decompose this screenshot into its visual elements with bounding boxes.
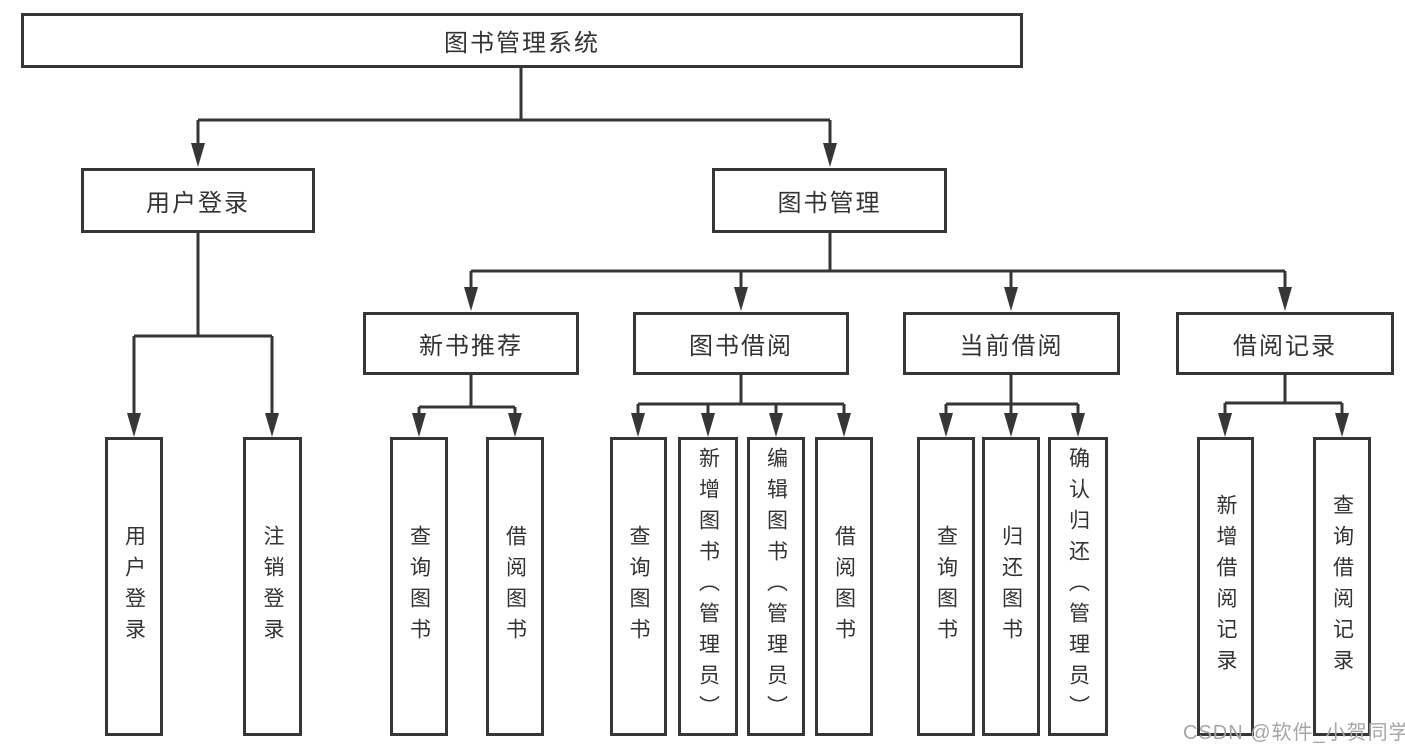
arrowhead [191,143,205,167]
arrowhead [837,413,851,437]
connector-records-fork [1223,375,1344,420]
node-user-login-action: 用户登录 [105,437,163,736]
node-query-books-recommend: 查询图书 [390,437,448,736]
node-new-book-recommendation: 新书推荐 [363,312,579,375]
connector-user-login-fork [132,233,274,420]
node-book-borrowing: 图书借阅 [633,312,849,375]
node-add-book-admin: 新增图书（管理员） [678,437,738,736]
connector-current-borrow-fork [944,375,1080,420]
node-book-management: 图书管理 [712,168,947,233]
node-query-books-current: 查询图书 [917,437,975,736]
connector-new-book-fork [417,375,517,420]
node-current-borrowing: 当前借阅 [903,312,1120,375]
node-query-borrow-record: 查询借阅记录 [1313,437,1371,736]
node-borrow-books-action: 借阅图书 [815,437,873,736]
arrowhead [508,413,522,437]
node-add-borrow-record: 新增借阅记录 [1197,437,1254,736]
arrowhead [265,413,279,437]
arrowhead [1278,287,1292,311]
arrowhead [412,413,426,437]
arrowhead [939,413,953,437]
arrowhead [769,413,783,437]
arrowhead [1335,413,1349,437]
node-query-books-borrowing: 查询图书 [610,437,667,736]
arrowhead [464,287,478,311]
arrowhead [1004,413,1018,437]
node-borrowing-records: 借阅记录 [1176,312,1394,375]
connector-book-mgmt-fork [469,233,1287,292]
arrowhead [631,413,645,437]
node-user-login: 用户登录 [81,168,315,233]
arrowhead [1071,413,1085,437]
arrowhead [127,413,141,437]
arrowhead [701,413,715,437]
node-edit-book-admin: 编辑图书（管理员） [747,437,805,736]
arrowhead [1218,413,1232,437]
csdn-watermark: CSDN @软件_小贺同学 [1183,722,1405,744]
arrowhead [823,143,837,167]
node-return-books: 归还图书 [982,437,1040,736]
arrowhead [1004,287,1018,311]
node-logout: 注销登录 [243,437,302,736]
connector-book-borrow-fork [636,375,846,420]
connector-paths [132,68,1344,420]
node-confirm-return-admin: 确认归还（管理员） [1048,437,1108,736]
node-borrow-books-recommend: 借阅图书 [486,437,544,736]
node-root: 图书管理系统 [21,13,1023,68]
connector-root-fork [196,68,832,150]
arrowheads [127,143,1349,437]
arrowhead [734,287,748,311]
